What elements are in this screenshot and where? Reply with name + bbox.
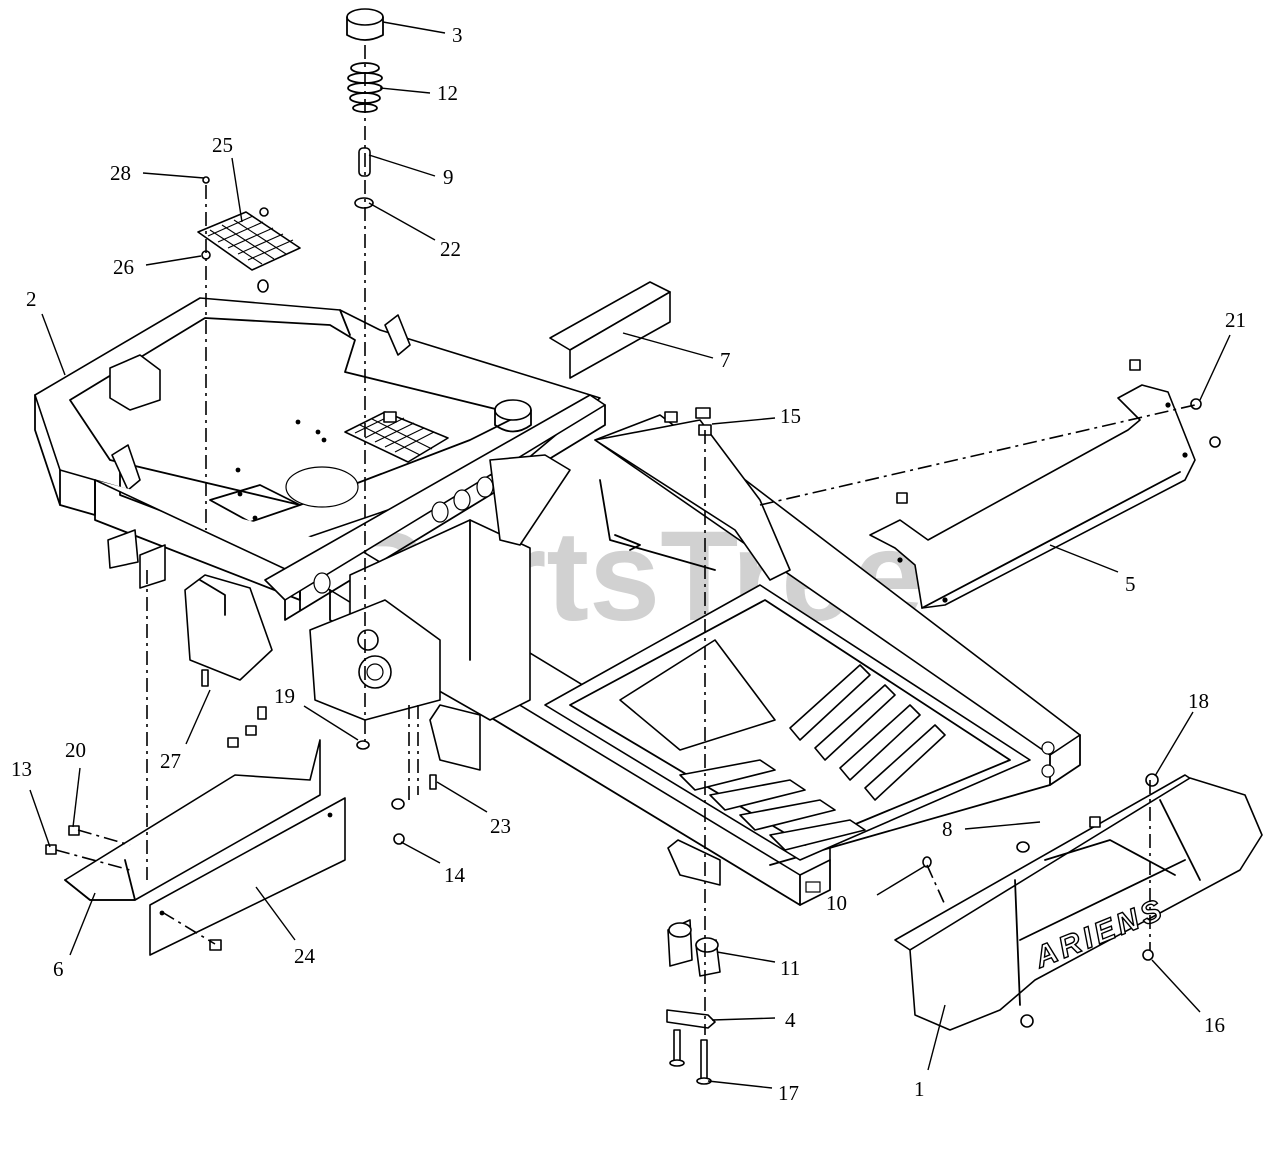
part-6-guard-plate: [64, 739, 321, 901]
callout-leaders: [29, 21, 1231, 1089]
callout-6: 6: [53, 957, 64, 981]
callout-10: 10: [826, 891, 847, 915]
callout-7: 7: [720, 348, 731, 372]
callout-11: 11: [780, 956, 800, 980]
callout-13: 13: [11, 757, 32, 781]
callout-15: 15: [780, 404, 801, 428]
part-5-side-bracket: [869, 384, 1196, 609]
callout-14: 14: [444, 863, 466, 887]
callout-5: 5: [1125, 572, 1136, 596]
callout-8: 8: [942, 817, 953, 841]
callout-19: 19: [274, 684, 295, 708]
callout-24: 24: [294, 944, 316, 968]
part-24-guard-plate: [149, 797, 346, 956]
callout-2: 2: [26, 287, 37, 311]
callout-26: 26: [113, 255, 134, 279]
callout-16: 16: [1204, 1013, 1225, 1037]
callout-17: 17: [778, 1081, 799, 1105]
chassis-frame: [94, 394, 1081, 906]
callout-9: 9: [443, 165, 454, 189]
part-25-foot-grate: [197, 211, 301, 271]
callout-3: 3: [452, 23, 463, 47]
callout-22: 22: [440, 237, 461, 261]
callout-4: 4: [785, 1008, 796, 1032]
callout-18: 18: [1188, 689, 1209, 713]
callout-12: 12: [437, 81, 458, 105]
callout-27: 27: [160, 749, 181, 773]
callout-labels: 3 12 9 22 28 25 26 2 7 15 21 5 19 27 20 …: [11, 23, 1246, 1105]
callout-28: 28: [110, 161, 131, 185]
callout-21: 21: [1225, 308, 1246, 332]
part-7-angle-bar: [549, 281, 671, 379]
assembly-lines: [55, 45, 1196, 1035]
callout-20: 20: [65, 738, 86, 762]
callout-1: 1: [914, 1077, 925, 1101]
hardware-parts: [45, 8, 1221, 1085]
callout-25: 25: [212, 133, 233, 157]
callout-23: 23: [490, 814, 511, 838]
